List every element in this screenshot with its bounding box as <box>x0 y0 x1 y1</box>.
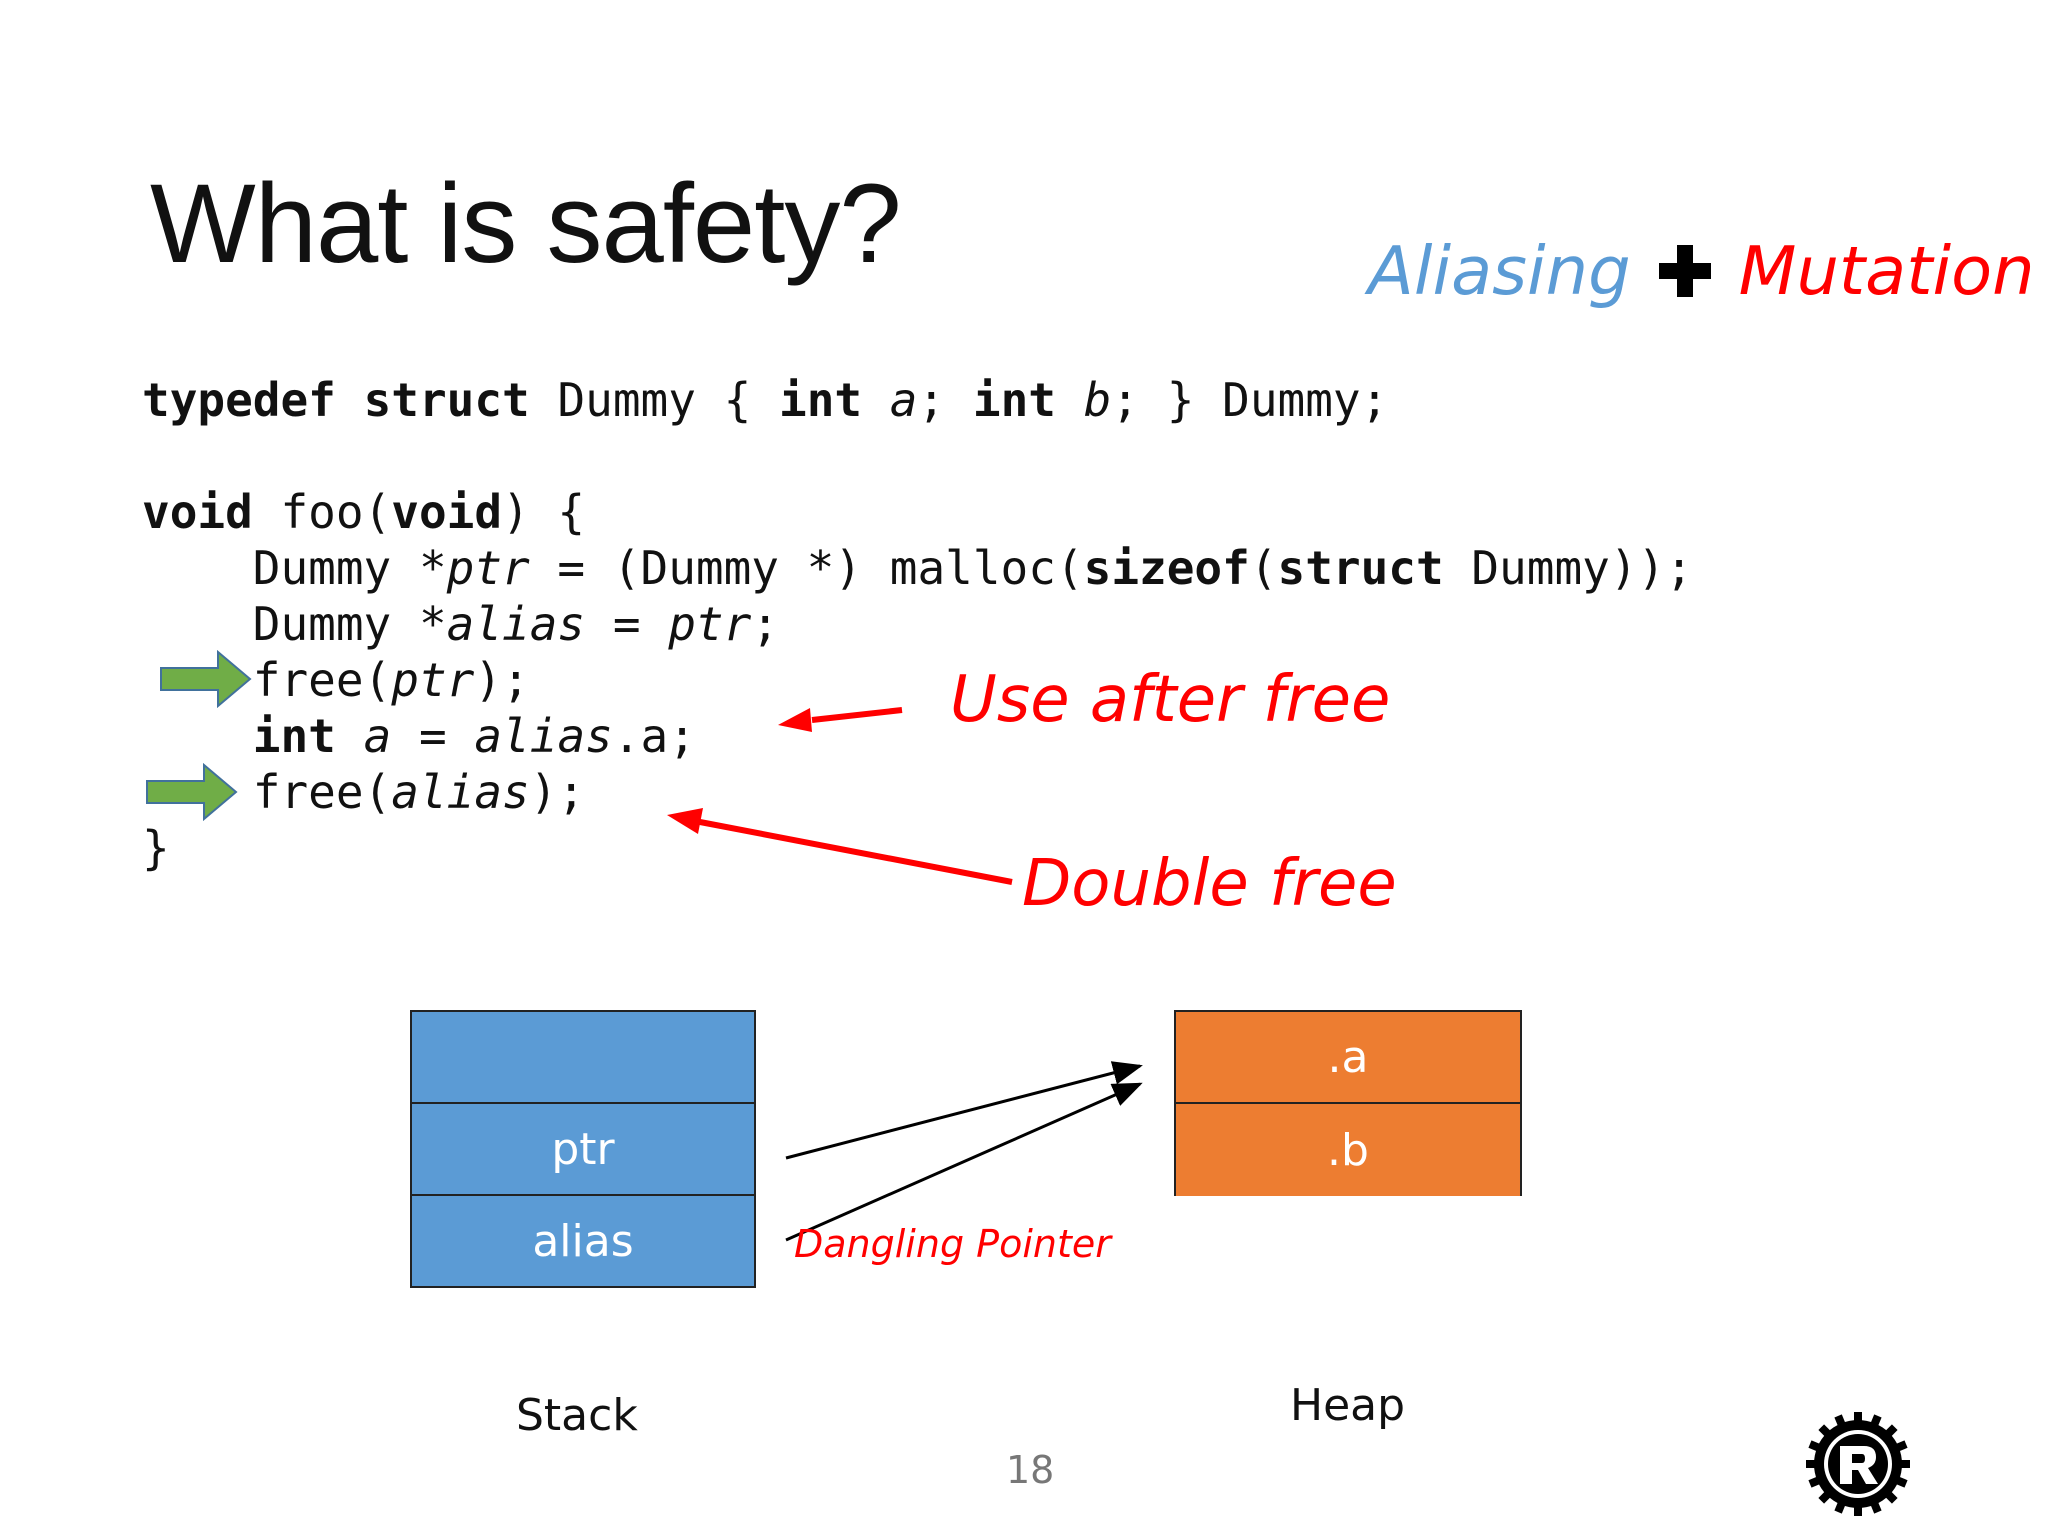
alias-pointer-arrow <box>785 1082 1143 1242</box>
code-line-1: typedef struct Dummy { int a; int b; } D… <box>142 373 1389 427</box>
dangling-pointer-label: Dangling Pointer <box>794 1222 1111 1266</box>
heap-label: Heap <box>1290 1380 1406 1431</box>
code-line-5: free(ptr); <box>142 653 530 707</box>
code-line-6: int a = alias.a; <box>252 709 696 763</box>
aliasing-label: Aliasing <box>1368 232 1631 310</box>
code-line-7: free(alias); <box>142 765 586 819</box>
green-right-arrow-icon <box>160 650 252 708</box>
stack-cell-ptr: ptr <box>412 1104 754 1196</box>
green-right-arrow-icon <box>146 763 238 821</box>
slide-title: What is safety? <box>150 161 902 286</box>
code-block: typedef struct Dummy { int a; int b; } D… <box>142 372 1693 876</box>
heap-cell-a: .a <box>1176 1012 1520 1104</box>
stack-cell-alias: alias <box>412 1196 754 1286</box>
stack-frame: ptr alias <box>410 1010 756 1288</box>
page-number: 18 <box>1006 1448 1055 1492</box>
heap-cell-b: .b <box>1176 1104 1520 1196</box>
code-line-3: Dummy *ptr = (Dummy *) malloc(sizeof(str… <box>142 541 1693 595</box>
plus-icon <box>1658 245 1711 298</box>
mutation-label: Mutation <box>1738 232 2035 310</box>
heap-block: .a .b <box>1174 1010 1522 1196</box>
stack-label: Stack <box>516 1390 638 1441</box>
stack-cell-empty <box>412 1012 754 1104</box>
double-free-label: Double free <box>1022 847 1397 921</box>
code-line-2: void foo(void) { <box>142 485 586 539</box>
use-after-free-label: Use after free <box>950 663 1391 737</box>
ptr-pointer-arrow <box>785 1061 1143 1160</box>
code-line-4: Dummy *alias = ptr; <box>142 597 780 651</box>
code-line-8: } <box>142 821 170 875</box>
rust-logo-icon <box>1806 1412 1910 1516</box>
